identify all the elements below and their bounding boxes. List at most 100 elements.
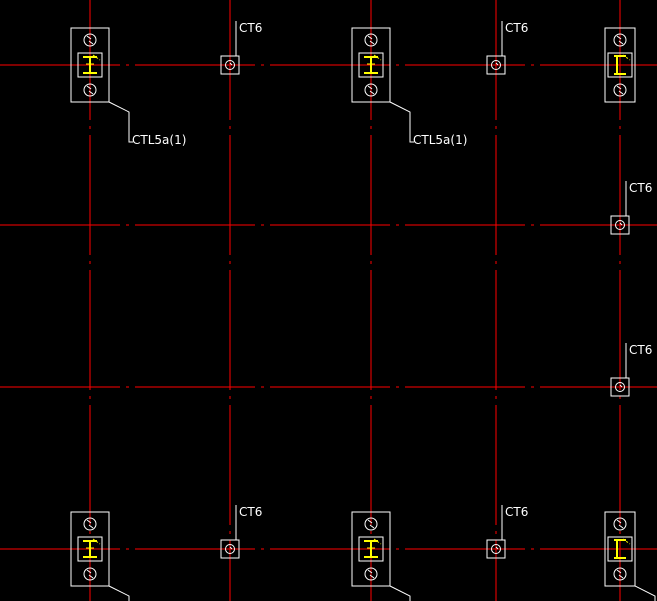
pile-circle xyxy=(613,517,627,531)
pile-circle xyxy=(615,382,625,392)
pile-mark xyxy=(369,40,375,45)
pile-mark xyxy=(88,524,94,529)
pile-cap-outline xyxy=(604,27,636,103)
pile-mark xyxy=(618,574,624,579)
pile-cap-outline xyxy=(351,511,391,587)
large-pile-cap xyxy=(70,511,130,601)
large-pile-cap: CTL5a(1) xyxy=(70,27,186,147)
pile-cap-label: CT6 xyxy=(629,343,652,357)
pile-cap-outline xyxy=(610,215,630,235)
leader-line xyxy=(389,585,411,601)
pile-cap-label: CT6 xyxy=(629,181,652,195)
pile-mark xyxy=(618,90,624,95)
column-outline xyxy=(77,536,103,562)
column-outline xyxy=(77,52,103,78)
small-pile-cap: CT6 xyxy=(610,181,652,235)
section-hatch xyxy=(373,54,382,61)
pile-mark xyxy=(86,85,92,90)
large-pile-cap xyxy=(351,511,411,601)
column-outline xyxy=(358,52,384,78)
section-hatch xyxy=(373,538,382,545)
pile-mark xyxy=(88,40,94,45)
leader-line xyxy=(634,585,656,601)
pile-circle xyxy=(613,83,627,97)
section-hatch xyxy=(622,538,631,545)
pile-mark xyxy=(618,40,624,45)
pile-mark xyxy=(618,524,624,529)
pile-mark xyxy=(369,574,375,579)
pile-cap-outline xyxy=(486,539,506,559)
pile-mark xyxy=(495,62,499,66)
large-pile-caps: CTL5a(1) CTL5a(1) xyxy=(70,27,656,601)
pile-mark xyxy=(619,384,623,388)
pile-cap-outline xyxy=(70,27,110,103)
section-hatch xyxy=(92,54,101,61)
pile-cap-outline xyxy=(604,511,636,587)
pile-mark xyxy=(616,35,622,40)
leader-line xyxy=(389,101,414,143)
leader-line xyxy=(108,585,130,601)
pile-cap-label: CT6 xyxy=(239,505,262,519)
leader-line xyxy=(108,101,133,143)
pile-circle xyxy=(83,567,97,581)
pile-cap-outline xyxy=(610,377,630,397)
pile-mark xyxy=(88,574,94,579)
pile-mark xyxy=(616,85,622,90)
small-pile-cap: CT6 xyxy=(486,505,528,559)
pile-circle xyxy=(225,60,235,70)
pile-circle xyxy=(83,83,97,97)
large-pile-cap: CTL5a(1) xyxy=(351,27,467,147)
pile-cap-label: CTL5a(1) xyxy=(413,133,467,147)
pile-circle xyxy=(364,517,378,531)
pile-cap-label: CT6 xyxy=(239,21,262,35)
pile-circle xyxy=(491,544,501,554)
small-pile-cap: CT6 xyxy=(220,505,262,559)
pile-mark xyxy=(229,546,233,550)
pile-circle xyxy=(613,33,627,47)
pile-circle xyxy=(83,33,97,47)
column-outline xyxy=(358,536,384,562)
pile-mark xyxy=(88,90,94,95)
pile-mark xyxy=(369,90,375,95)
pile-circle xyxy=(613,567,627,581)
pile-circle xyxy=(364,83,378,97)
section-hatch xyxy=(92,538,101,545)
column-outline xyxy=(607,52,633,78)
pile-cap-outline xyxy=(486,55,506,75)
pile-cap-label: CT6 xyxy=(505,505,528,519)
pile-mark xyxy=(369,524,375,529)
pile-cap-outline xyxy=(220,55,240,75)
pile-circle xyxy=(615,220,625,230)
pile-circle xyxy=(225,544,235,554)
pile-mark xyxy=(367,85,373,90)
pile-mark xyxy=(367,35,373,40)
pile-circle xyxy=(491,60,501,70)
large-pile-cap xyxy=(604,27,636,103)
pile-mark xyxy=(495,546,499,550)
pile-mark xyxy=(86,519,92,524)
small-pile-cap: CT6 xyxy=(220,21,262,75)
pile-circle xyxy=(83,517,97,531)
small-pile-cap: CT6 xyxy=(610,343,652,397)
pile-mark xyxy=(229,62,233,66)
section-hatch xyxy=(622,54,631,61)
large-pile-cap xyxy=(604,511,656,601)
pile-mark xyxy=(367,569,373,574)
pile-cap-outline xyxy=(351,27,391,103)
pile-mark xyxy=(619,222,623,226)
small-pile-cap: CT6 xyxy=(486,21,528,75)
pile-mark xyxy=(616,569,622,574)
pile-mark xyxy=(367,519,373,524)
pile-mark xyxy=(86,35,92,40)
pile-mark xyxy=(86,569,92,574)
pile-cap-outline xyxy=(70,511,110,587)
pile-cap-label: CT6 xyxy=(505,21,528,35)
pile-cap-label: CTL5a(1) xyxy=(132,133,186,147)
pile-mark xyxy=(616,519,622,524)
pile-circle xyxy=(364,567,378,581)
pile-circle xyxy=(364,33,378,47)
